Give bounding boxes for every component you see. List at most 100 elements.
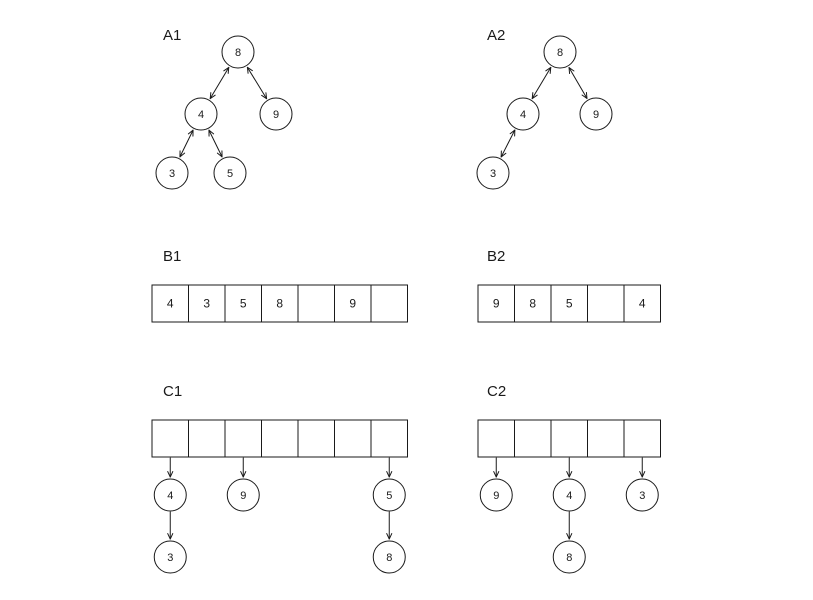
panel-A1: A1 8 4 9 3 5 [155, 27, 293, 190]
edge-line [209, 66, 230, 100]
value-node: 4 [506, 97, 540, 131]
node-circle [543, 35, 577, 69]
value-node: 9 [579, 97, 613, 131]
arrowhead-icon [639, 471, 646, 478]
value-node: 5 [213, 156, 247, 190]
node-circle [153, 540, 187, 574]
cell-value: 3 [203, 297, 210, 311]
cell-value: 9 [349, 297, 356, 311]
edge-line [531, 66, 552, 100]
cell-value: 4 [167, 297, 174, 311]
node-value: 4 [566, 490, 572, 502]
cell-value: 5 [240, 297, 247, 311]
cell-value: 4 [639, 297, 646, 311]
node-value: 3 [490, 168, 496, 180]
arrowhead-icon [167, 471, 174, 478]
node-value: 4 [167, 490, 173, 502]
arrowhead-icon [566, 533, 573, 540]
value-node: 4 [552, 478, 586, 512]
arrowhead-icon [223, 66, 230, 74]
value-node: 4 [153, 478, 187, 512]
value-node: 3 [476, 156, 510, 190]
node-circle [479, 478, 513, 512]
array-outline [151, 419, 408, 458]
arrowhead-icon [386, 533, 393, 540]
node-circle [213, 156, 247, 190]
node-value: 5 [227, 168, 233, 180]
node-circle [184, 97, 218, 131]
array-outline [477, 284, 661, 323]
value-node: 5 [372, 478, 406, 512]
node-value: 8 [386, 552, 392, 564]
panel-label-B1: B1 [163, 248, 181, 265]
panel-B2: B2 9 8 5 4 [477, 248, 661, 323]
arrowhead-icon [208, 129, 215, 137]
value-node: 8 [221, 35, 255, 69]
value-node: 3 [153, 540, 187, 574]
value-node: 3 [625, 478, 659, 512]
node-circle [372, 478, 406, 512]
panel-label-C2: C2 [487, 383, 506, 400]
node-value: 9 [593, 109, 599, 121]
node-value: 8 [235, 47, 241, 59]
cell-value: 5 [566, 297, 573, 311]
cell-value: 9 [493, 297, 500, 311]
arrowhead-icon [568, 67, 575, 75]
value-node: 3 [155, 156, 189, 190]
value-node: 9 [479, 478, 513, 512]
arrowhead-icon [386, 471, 393, 478]
node-circle [259, 97, 293, 131]
panel-C2: C2 9 4 8 3 [477, 383, 661, 574]
arrowhead-icon [187, 129, 194, 137]
edge-line [246, 66, 268, 100]
arrowhead-icon [545, 66, 552, 74]
node-circle [625, 478, 659, 512]
panel-C1: C1 4 3 9 5 8 [151, 383, 408, 574]
node-value: 8 [557, 47, 563, 59]
node-circle [552, 540, 586, 574]
cell-value: 8 [276, 297, 283, 311]
panel-label-A1: A1 [163, 27, 181, 44]
node-circle [506, 97, 540, 131]
node-circle [155, 156, 189, 190]
node-value: 9 [273, 109, 279, 121]
arrowhead-icon [167, 533, 174, 540]
edge-line [179, 129, 194, 158]
arrowhead-icon [246, 66, 253, 74]
panel-A2: A2 8 4 9 3 [476, 27, 613, 190]
cell-value: 8 [529, 297, 536, 311]
edge-line [568, 67, 588, 99]
node-value: 9 [493, 490, 499, 502]
arrowhead-icon [240, 471, 247, 478]
node-circle [476, 156, 510, 190]
value-node: 8 [372, 540, 406, 574]
node-circle [552, 478, 586, 512]
arrowhead-icon [261, 92, 268, 100]
value-node: 4 [184, 97, 218, 131]
panel-label-A2: A2 [487, 27, 505, 44]
node-value: 5 [386, 490, 392, 502]
node-circle [579, 97, 613, 131]
node-circle [372, 540, 406, 574]
value-node: 8 [543, 35, 577, 69]
value-node: 8 [552, 540, 586, 574]
arrowhead-icon [509, 129, 516, 137]
node-value: 4 [520, 109, 526, 121]
edge-line [500, 129, 516, 158]
node-value: 8 [566, 552, 572, 564]
value-node: 9 [226, 478, 260, 512]
panel-label-B2: B2 [487, 248, 505, 265]
arrowhead-icon [566, 471, 573, 478]
arrowhead-icon [216, 150, 223, 158]
panel-B1: B1 4 3 5 8 9 [151, 248, 408, 323]
node-value: 3 [639, 490, 645, 502]
node-circle [226, 478, 260, 512]
arrowhead-icon [209, 92, 216, 100]
value-node: 9 [259, 97, 293, 131]
node-value: 4 [198, 109, 204, 121]
arrowhead-icon [500, 150, 507, 158]
panel-label-C1: C1 [163, 383, 182, 400]
node-value: 3 [167, 552, 173, 564]
